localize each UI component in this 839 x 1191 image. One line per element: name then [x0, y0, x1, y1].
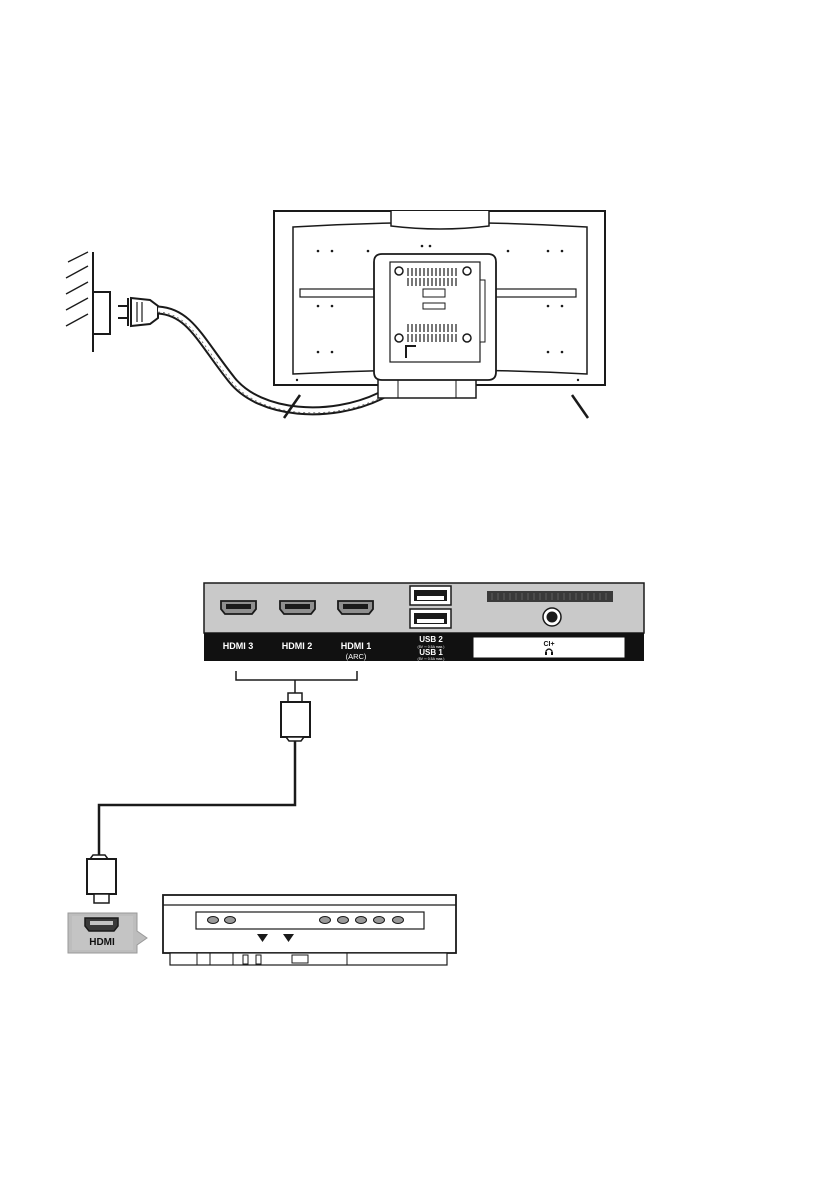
ci-plus-label: CI+ [543, 641, 554, 648]
rear-connection-panel: HDMI 3 HDMI 2 HDMI 1 (ARC) USB 2 (5V ⎓ 0… [204, 583, 644, 661]
hdmi-1-port[interactable] [338, 601, 373, 614]
hdmi-3-label: HDMI 3 [223, 641, 254, 651]
power-plug-icon [118, 298, 158, 326]
hdmi-2-port[interactable] [280, 601, 315, 614]
hdmi-plug-icon [281, 693, 310, 741]
hdmi-connection-diagram: HDMI 3 HDMI 2 HDMI 1 (ARC) USB 2 (5V ⎓ 0… [68, 583, 644, 965]
usb-1-label: USB 1 [419, 648, 443, 657]
ci-card-slot[interactable] [487, 591, 613, 602]
hdmi-1-label: HDMI 1 [341, 641, 372, 651]
tv-back-icon [274, 211, 605, 418]
hdmi-port-bracket [236, 671, 357, 693]
usb-2-port[interactable] [410, 586, 451, 605]
usb-2-label: USB 2 [419, 635, 443, 644]
hdmi-plug-lower-icon [87, 855, 116, 903]
hdmi-2-label: HDMI 2 [282, 641, 313, 651]
hdmi-1-arc-label: (ARC) [346, 652, 367, 661]
hdmi-3-port[interactable] [221, 601, 256, 614]
power-connection-diagram [66, 211, 605, 418]
hdmi-cable [99, 741, 295, 855]
usb-1-spec: (5V ⎓ 0.5A max.) [418, 657, 445, 661]
external-device-icon [163, 895, 456, 965]
usb-1-port[interactable] [410, 609, 451, 628]
hdmi-badge: HDMI [68, 913, 147, 953]
wall-outlet-icon [66, 252, 110, 352]
hdmi-badge-label: HDMI [89, 937, 115, 948]
headphone-jack[interactable] [543, 608, 561, 626]
